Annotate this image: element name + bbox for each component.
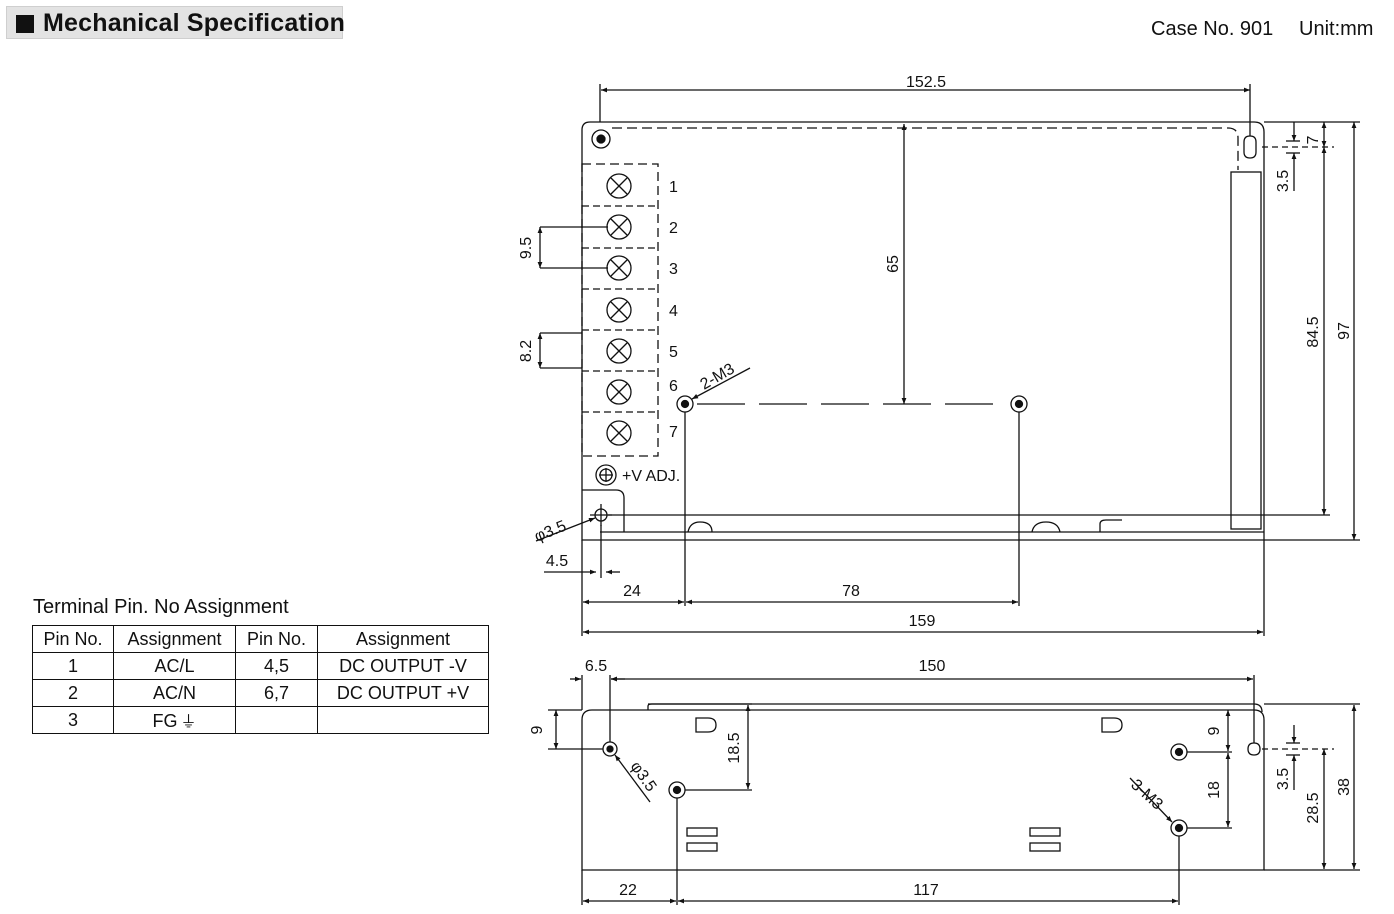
terminal-number: 7 (669, 424, 678, 441)
dim-label-7: 7 (1305, 135, 1322, 144)
dim-label-hole-dia: φ3.5 (532, 518, 569, 546)
square-bullet-icon (16, 15, 34, 33)
dim-label-78: 78 (842, 583, 860, 600)
column-header: Pin No. (235, 625, 318, 653)
section-header: Mechanical Specification (6, 6, 346, 39)
dim-label-18: 18 (1206, 781, 1223, 799)
table-row: 2 AC/N 6,7 DC OUTPUT +V (32, 679, 489, 707)
dim-label-3-5: 3.5 (1275, 768, 1292, 790)
table-cell: DC OUTPUT +V (317, 679, 489, 707)
pin-table-title: Terminal Pin. No Assignment (33, 596, 289, 618)
corner-bracket (582, 489, 625, 532)
clip-feature (687, 521, 713, 533)
leader-2-m3 (691, 367, 751, 400)
case-number: Case No. 901 (1151, 18, 1274, 40)
table-header-row: Pin No. Assignment Pin No. Assignment (32, 625, 489, 653)
d-slot-left (695, 717, 717, 733)
terminal-separators (582, 205, 658, 413)
d-slot-right (1101, 717, 1123, 733)
side-case-outline (581, 709, 1265, 871)
table-cell (317, 706, 489, 734)
terminal-number: 5 (669, 344, 678, 361)
terminal-number: 2 (669, 220, 678, 237)
vent-slot (1029, 842, 1061, 852)
dim-label-24: 24 (623, 583, 641, 600)
dim-label-159: 159 (909, 613, 936, 630)
column-header: Assignment (317, 625, 489, 653)
mount-hole-top-left (591, 129, 611, 149)
dim-label-3-5: 3.5 (1275, 170, 1292, 192)
top-view (535, 84, 1360, 636)
dim-label-6-5: 6.5 (585, 658, 607, 675)
dim-label-152-5: 152.5 (906, 74, 946, 91)
screw-label-2-m3: 2-M3 (698, 360, 738, 393)
clip-feature (1031, 521, 1061, 533)
dim-label-150: 150 (919, 658, 946, 675)
dim-label-8-2: 8.2 (518, 340, 535, 362)
cover-dashed-line (612, 127, 1239, 170)
table-cell: AC/N (113, 679, 236, 707)
clip-feature (1099, 519, 1122, 532)
terminal-screws (606, 173, 632, 446)
dim-label-38: 38 (1336, 778, 1353, 796)
table-row: 3 FG⏚ (32, 706, 489, 734)
dim-label-9-right: 9 (1206, 726, 1223, 735)
dim-label-28-5: 28.5 (1305, 792, 1322, 823)
dim-label-65: 65 (885, 255, 902, 273)
leader-3-m3 (1129, 777, 1173, 823)
leader-side-hole-dia (614, 754, 651, 803)
vent-slot (686, 827, 718, 837)
top-case-outline (581, 121, 1265, 541)
terminal-number: 6 (669, 378, 678, 395)
table-cell: DC OUTPUT -V (317, 652, 489, 680)
side-slot-right (1247, 742, 1261, 756)
terminal-number: 3 (669, 261, 678, 278)
table-cell: 3 (32, 706, 114, 734)
dim-label-4-5: 4.5 (546, 553, 568, 570)
dim-label-117: 117 (913, 882, 939, 899)
vadj-label: +V ADJ. (622, 468, 680, 485)
vadj-potentiometer-icon (595, 464, 617, 486)
table-cell: FG⏚ (113, 706, 236, 734)
terminal-block (581, 163, 659, 457)
side-view (548, 675, 1360, 905)
table-cell: AC/L (113, 652, 236, 680)
ground-symbol-icon: ⏚ (180, 714, 197, 731)
column-header: Assignment (113, 625, 236, 653)
side-cover-edge (647, 703, 1263, 713)
dim-label-97: 97 (1336, 322, 1353, 340)
screw-label-3-m3: 3-M3 (1127, 776, 1166, 813)
dim-label-18-5: 18.5 (726, 732, 743, 763)
pin-assignment-table: Pin No. Assignment Pin No. Assignment 1 … (32, 625, 489, 734)
terminal-number: 4 (669, 303, 678, 320)
table-cell-text: FG (152, 711, 178, 731)
terminal-number: 1 (669, 179, 678, 196)
vent-slot (1029, 827, 1061, 837)
vent-slot (686, 842, 718, 852)
dim-label-22: 22 (619, 882, 637, 899)
dim-label-84-5: 84.5 (1305, 316, 1322, 347)
dim-label-9-5: 9.5 (518, 237, 535, 259)
heatsink-bar (1230, 171, 1262, 530)
unit-label: Unit:mm (1299, 18, 1374, 40)
leader-hole-dia (535, 517, 596, 542)
dim-label-9: 9 (529, 725, 546, 734)
page-title: Mechanical Specification (43, 9, 346, 37)
mount-slot-top-right (1243, 135, 1257, 159)
